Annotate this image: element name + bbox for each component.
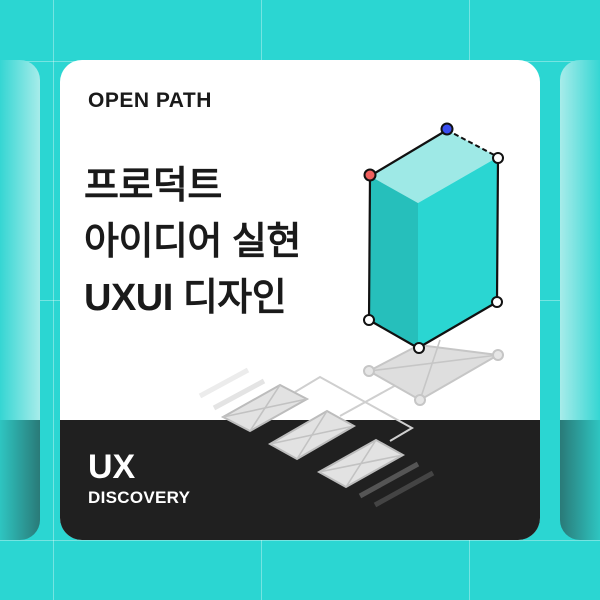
category-title: UX bbox=[88, 448, 136, 486]
brand-logo: OPEN PATH bbox=[88, 89, 212, 112]
side-panel-bottom bbox=[0, 420, 40, 540]
headline: 프로덕트 아이디어 실현 UXUI 디자인 bbox=[84, 158, 301, 326]
side-panel-top bbox=[0, 60, 40, 420]
grid-line bbox=[0, 540, 600, 541]
cover-card: OPEN PATH 프로덕트 아이디어 실현 UXUI 디자인 UX DISCO… bbox=[60, 60, 540, 540]
side-panel-bottom bbox=[560, 420, 600, 540]
headline-line-3: UXUI 디자인 bbox=[84, 277, 287, 319]
grid-line bbox=[53, 0, 54, 600]
side-panel-left bbox=[0, 60, 40, 540]
side-panel-top bbox=[560, 60, 600, 420]
category-subtitle: DISCOVERY bbox=[88, 488, 191, 507]
side-panel-right bbox=[560, 60, 600, 540]
headline-line-2: 아이디어 실현 bbox=[84, 221, 301, 263]
headline-line-1: 프로덕트 bbox=[84, 165, 222, 207]
